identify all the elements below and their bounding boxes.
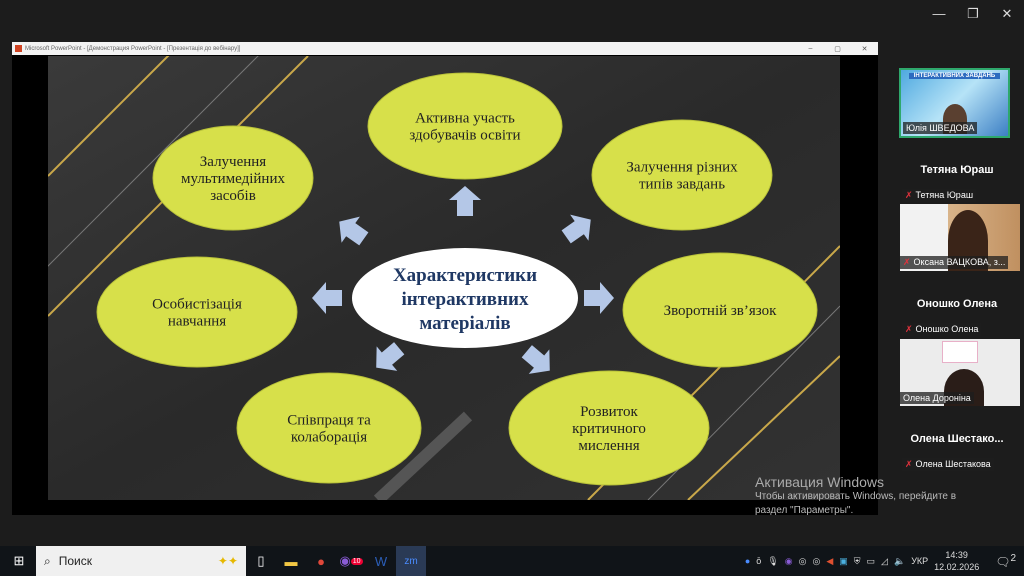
bubble-text: Активна участь [415, 111, 515, 127]
microphone-icon[interactable]: 🎙 [767, 555, 779, 566]
activation-text: Чтобы активировать Windows, перейдите в [755, 491, 957, 502]
ppt-maximize-button[interactable]: ▢ [834, 45, 841, 53]
wifi-icon[interactable]: ◿ [881, 555, 888, 566]
notifications-icon[interactable]: 🗨2 [995, 553, 1016, 569]
volume-icon[interactable]: 🔈 [893, 555, 906, 566]
start-button[interactable]: ⊞ [13, 553, 25, 568]
participant-video[interactable]: Олена Дороніна [900, 339, 1020, 406]
bubble-text: Розвиток [580, 404, 638, 420]
ppt-titlebar: Microsoft PowerPoint - [Демонстрация Pow… [12, 42, 878, 55]
ppt-close-button[interactable]: ✕ [861, 45, 868, 53]
participant-video[interactable]: ✗Оксана ВАЦКОВА, з... [900, 204, 1020, 271]
participant-tag: Олена Шестакова [915, 459, 991, 469]
characteristic-bubble [96, 256, 298, 368]
characteristic-bubble [152, 125, 314, 231]
mic-muted-icon: ✗ [905, 324, 913, 334]
clock[interactable]: 14:39 12.02.2026 [934, 549, 979, 573]
center-bubble [352, 248, 578, 348]
bubble-text: навчання [168, 314, 226, 330]
participant-header: Оношко Олена [916, 298, 998, 310]
characteristic-bubble [591, 119, 773, 231]
bubble-text: Співпраця та [287, 413, 371, 429]
taskbar-search[interactable]: ⌕ Поиск ✦✦ [36, 546, 246, 576]
tray-icon[interactable]: ◎ [798, 555, 807, 566]
arrow-icon [584, 282, 614, 314]
participant-header: Тетяна Юраш [920, 164, 994, 176]
bubble-text: мультимедійних [181, 171, 286, 187]
sparkle-icon: ✦✦ [217, 554, 238, 568]
arrow-icon [521, 345, 550, 374]
task-view-icon[interactable]: ▯ [257, 553, 265, 568]
bubble-text: засобів [210, 188, 256, 204]
viber-icon[interactable]: ◉10 [339, 553, 363, 568]
center-title: матеріалів [419, 313, 510, 334]
system-tray: ● ō 🎙 ◉ ◎ ◎ ◀ ▣ ⛨ ▭ ◿ 🔈 УКР 14:39 12.02.2… [745, 549, 1024, 573]
presenter-name: Юлія ШВЕДОВА [903, 122, 978, 134]
security-icon[interactable]: ⛨ [853, 555, 861, 566]
bubble-text: Зворотній зв’язок [664, 303, 778, 319]
bubble-text: Залучення [200, 154, 267, 170]
zoom-tray-icon[interactable]: ● [744, 556, 751, 566]
activation-text: раздел "Параметры". [755, 505, 854, 516]
video-name: Олена Дороніна [900, 392, 974, 404]
arrow-icon [449, 186, 481, 216]
bubble-text: мислення [578, 438, 639, 454]
time: 14:39 [945, 550, 968, 560]
zoom-icon[interactable]: zm [396, 546, 426, 576]
file-explorer-icon[interactable]: ▬ [284, 553, 298, 569]
tray-icon[interactable]: ◎ [812, 555, 821, 566]
characteristic-bubble [236, 372, 422, 484]
participant-header: Олена Шестако... [910, 433, 1004, 445]
date: 12.02.2026 [934, 562, 980, 572]
powerpoint-window: Microsoft PowerPoint - [Демонстрация Pow… [12, 42, 878, 515]
ppt-minimize-button[interactable]: – [808, 44, 813, 52]
tray-icon[interactable]: ō [756, 556, 762, 566]
taskbar: ⊞ ⌕Поиск✦✦ ▯ ▬ ● ◉10 W zm ● ō 🎙 ◉ ◎ ◎ ◀ … [0, 546, 1024, 576]
bubble-text: колаборація [291, 430, 367, 446]
characteristic-bubble [622, 252, 818, 368]
word-icon[interactable]: W [374, 553, 388, 569]
bubble-text: здобувачів освіти [409, 128, 520, 144]
notification-count: 2 [1010, 553, 1016, 564]
center-title: Характеристики [393, 265, 537, 286]
arrow-icon [312, 282, 342, 314]
language-indicator[interactable]: УКР [911, 556, 929, 566]
mic-muted-icon: ✗ [905, 190, 913, 200]
tray-icon[interactable]: ▣ [839, 555, 848, 566]
mic-muted-icon: ✗ [905, 459, 913, 469]
bubble-text: Залучення різних [626, 160, 738, 176]
activation-title: Активация Windows [755, 474, 885, 490]
arrow-icon [339, 216, 369, 246]
characteristic-bubble [508, 370, 710, 486]
viber-badge: 10 [350, 557, 363, 565]
participant-tag: Оношко Олена [915, 324, 979, 334]
restore-button[interactable]: ❐ [967, 6, 979, 21]
battery-icon[interactable]: ▭ [866, 555, 876, 566]
anydesk-icon[interactable]: ◀ [826, 555, 834, 566]
search-icon: ⌕ [44, 553, 51, 568]
arrow-icon [561, 214, 591, 244]
video-name: Оксана ВАЦКОВА, з... [913, 257, 1006, 267]
viber-tray-icon[interactable]: ◉ [784, 555, 793, 566]
characteristic-bubble [367, 72, 563, 180]
windows-activation-watermark: Активация Windows Чтобы активировать Win… [755, 474, 956, 518]
ppt-title: Microsoft PowerPoint - [Демонстрация Pow… [25, 45, 241, 52]
powerpoint-icon [15, 45, 22, 52]
close-button[interactable]: ✕ [1001, 6, 1013, 21]
center-title: інтерактивних [402, 289, 529, 310]
presenter-video[interactable]: ІНТЕРАКТИВНИХ ЗАВДАНЬ Юлія ШВЕДОВА [899, 68, 1010, 138]
search-placeholder: Поиск [58, 554, 92, 568]
bubble-text: Особистізація [152, 297, 242, 313]
bubble-text: критичного [572, 421, 646, 437]
window-controls: — ❐ ✕ [922, 6, 1024, 22]
participant-tag: Тетяна Юраш [915, 190, 974, 200]
chrome-icon[interactable]: ● [317, 553, 325, 569]
arrow-icon [376, 342, 405, 371]
bubble-text: типів завдань [639, 177, 725, 193]
thumbnail-title: ІНТЕРАКТИВНИХ ЗАВДАНЬ [909, 73, 1000, 79]
minimize-button[interactable]: — [932, 6, 946, 21]
